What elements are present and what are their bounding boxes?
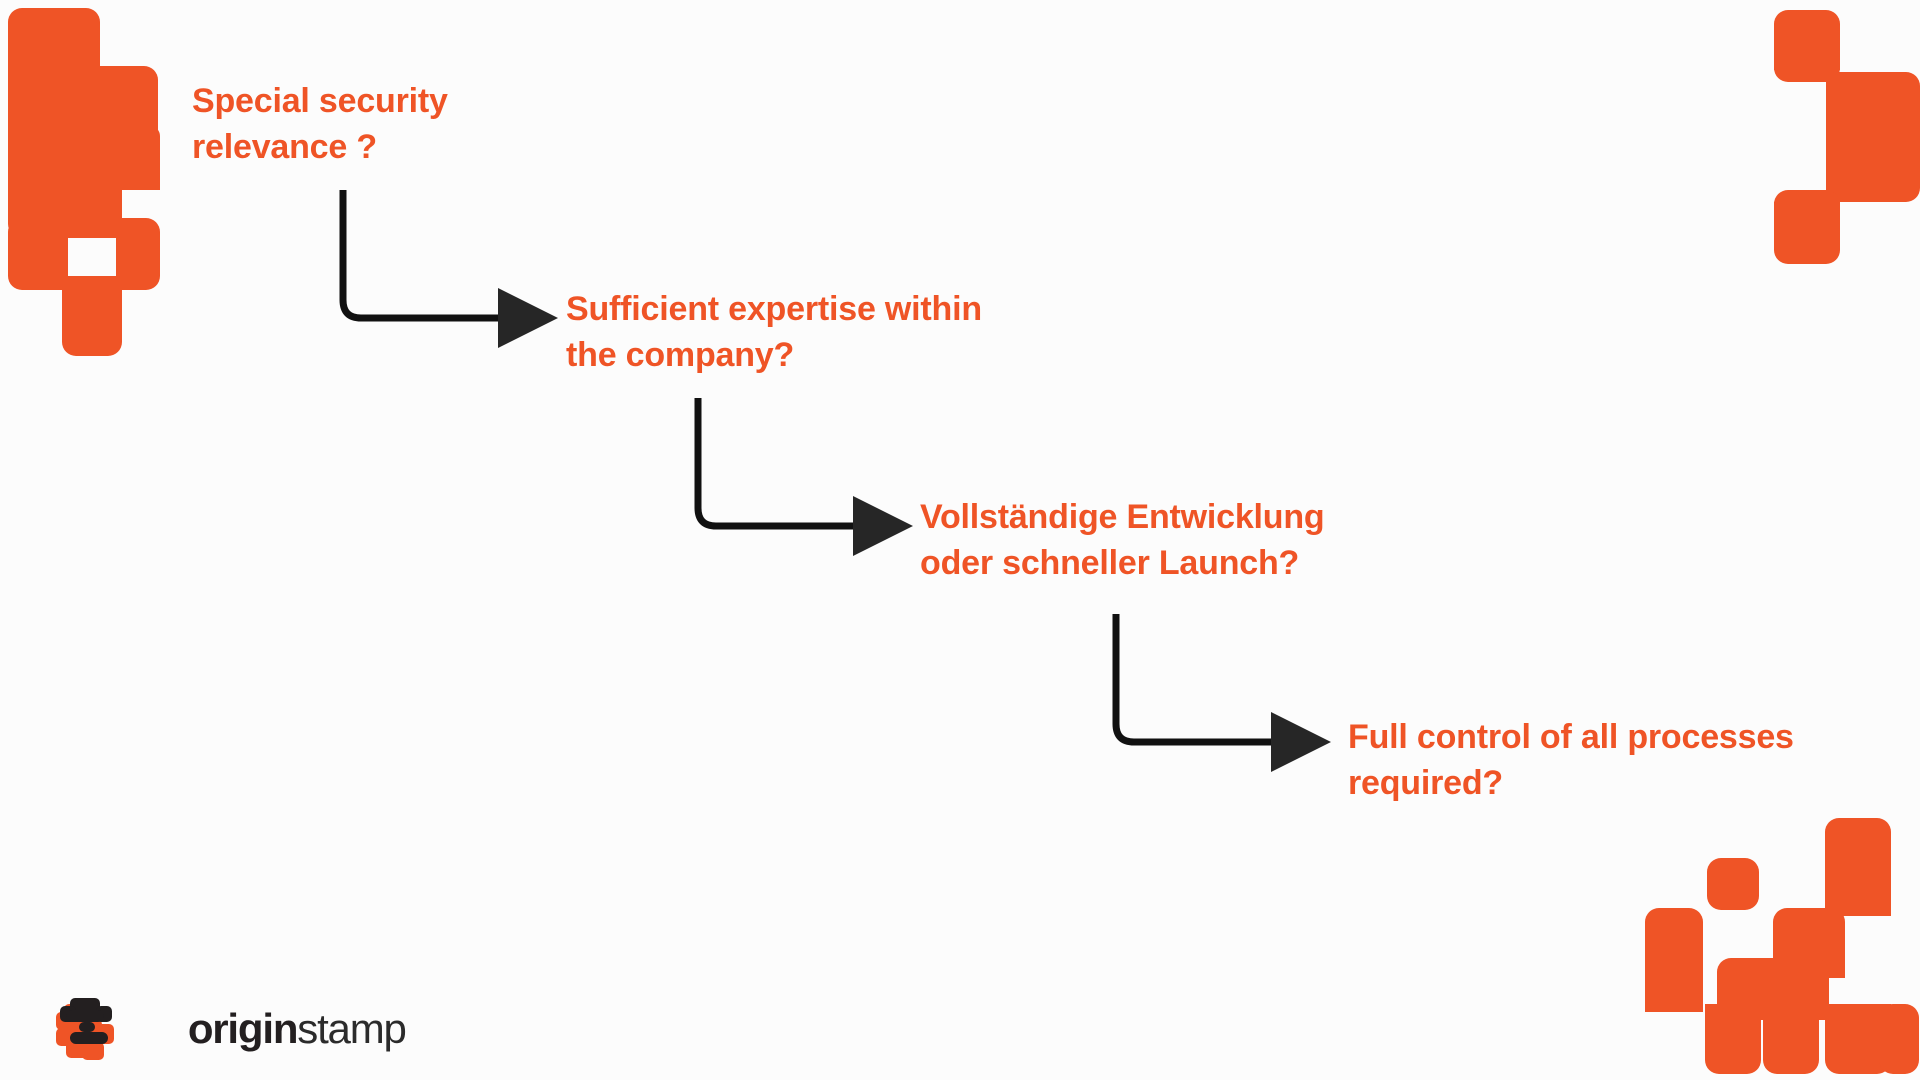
logo-word-origin: origin [187, 1005, 299, 1052]
deco-block [1825, 818, 1891, 880]
deco-block [1826, 72, 1846, 202]
deco-block [1717, 958, 1829, 1020]
originstamp-wordmark: originstamp [125, 966, 407, 1080]
deco-block [1705, 1004, 1761, 1074]
deco-block [1774, 190, 1840, 210]
deco-block [1826, 72, 1920, 202]
deco-block [8, 218, 68, 290]
node-special-security-relevance: Special security relevance ? [192, 82, 448, 167]
deco-block [1645, 908, 1703, 1012]
deco-block [8, 8, 100, 70]
deco-block [1774, 202, 1840, 264]
arrowhead-icon [853, 496, 913, 556]
node-sufficient-expertise: Sufficient expertise within the company? [566, 290, 982, 375]
decorative-blocks-right-top [1770, 10, 1920, 280]
connector-3 [1112, 614, 1331, 772]
deco-block [8, 66, 100, 130]
node-vollstaendige-entwicklung: Vollständige Entwicklung oder schneller … [920, 498, 1325, 583]
deco-block [1774, 10, 1840, 70]
arrowhead-icon [1271, 712, 1331, 772]
arrowhead-icon [498, 288, 558, 348]
deco-block [1707, 858, 1759, 910]
connector-2 [694, 398, 913, 556]
originstamp-s-mark-icon [56, 998, 114, 1060]
deco-block [8, 126, 100, 190]
node-full-control-processes: Full control of all processes required? [1348, 718, 1794, 803]
deco-block [1825, 1004, 1891, 1074]
deco-block [1825, 874, 1891, 916]
decorative-blocks-left [0, 8, 170, 356]
deco-block [8, 186, 100, 238]
deco-block [1879, 1004, 1919, 1074]
decorative-blocks-right-bottom [1645, 818, 1920, 1080]
deco-block [150, 126, 160, 190]
deco-block [62, 276, 122, 356]
deco-block [62, 218, 122, 234]
deco-block [1773, 908, 1829, 978]
deco-block [92, 66, 158, 130]
deco-block [116, 218, 160, 290]
deco-block [1763, 1004, 1819, 1074]
originstamp-logo[interactable]: originstamp [56, 966, 407, 1080]
deco-block [1815, 908, 1845, 978]
deco-block [92, 126, 158, 190]
connector-1 [339, 190, 558, 348]
deco-block [1774, 62, 1840, 82]
logo-word-stamp: stamp [297, 1005, 407, 1052]
deco-block [62, 186, 122, 238]
